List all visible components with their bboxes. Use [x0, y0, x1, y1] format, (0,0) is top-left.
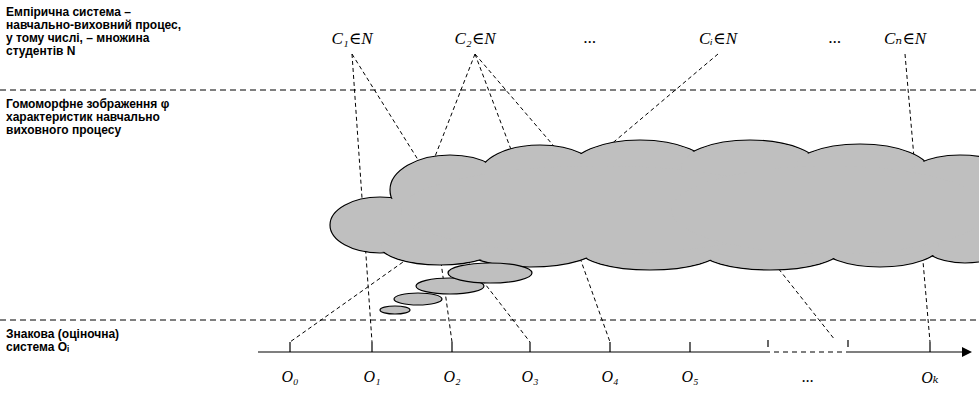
student-symbol: C₂∈N	[454, 28, 495, 49]
grade-symbol: O₄	[601, 368, 618, 386]
student-symbol: Cₙ∈N	[884, 28, 926, 49]
cloud-outline	[330, 140, 979, 270]
scale-axis	[258, 340, 964, 352]
grade-symbol: O₅	[681, 368, 698, 386]
grade-symbol: Oₖ	[921, 368, 938, 387]
grade-symbol: O₃	[521, 368, 538, 386]
ellipsis: ...	[802, 368, 814, 386]
mapping-description: Гомоморфне зображення φ характеристик на…	[6, 98, 196, 137]
system-description: Емпірична система – навчально-виховний п…	[6, 6, 184, 58]
ellipsis: ...	[829, 28, 842, 48]
student-symbol: C₁∈N	[331, 28, 372, 49]
student-symbol: Cᵢ∈N	[699, 28, 737, 49]
scale-description: Знакова (оціночна) система Oᵢ	[6, 328, 141, 354]
cloud-fill	[331, 141, 979, 269]
grade-symbol: O₂	[443, 368, 460, 386]
cloud-bubbles	[380, 263, 532, 314]
grade-symbol: O₀	[281, 368, 298, 386]
ellipsis: ...	[584, 28, 597, 48]
axis-arrowhead	[962, 347, 972, 357]
grade-symbol: O₁	[363, 368, 380, 386]
